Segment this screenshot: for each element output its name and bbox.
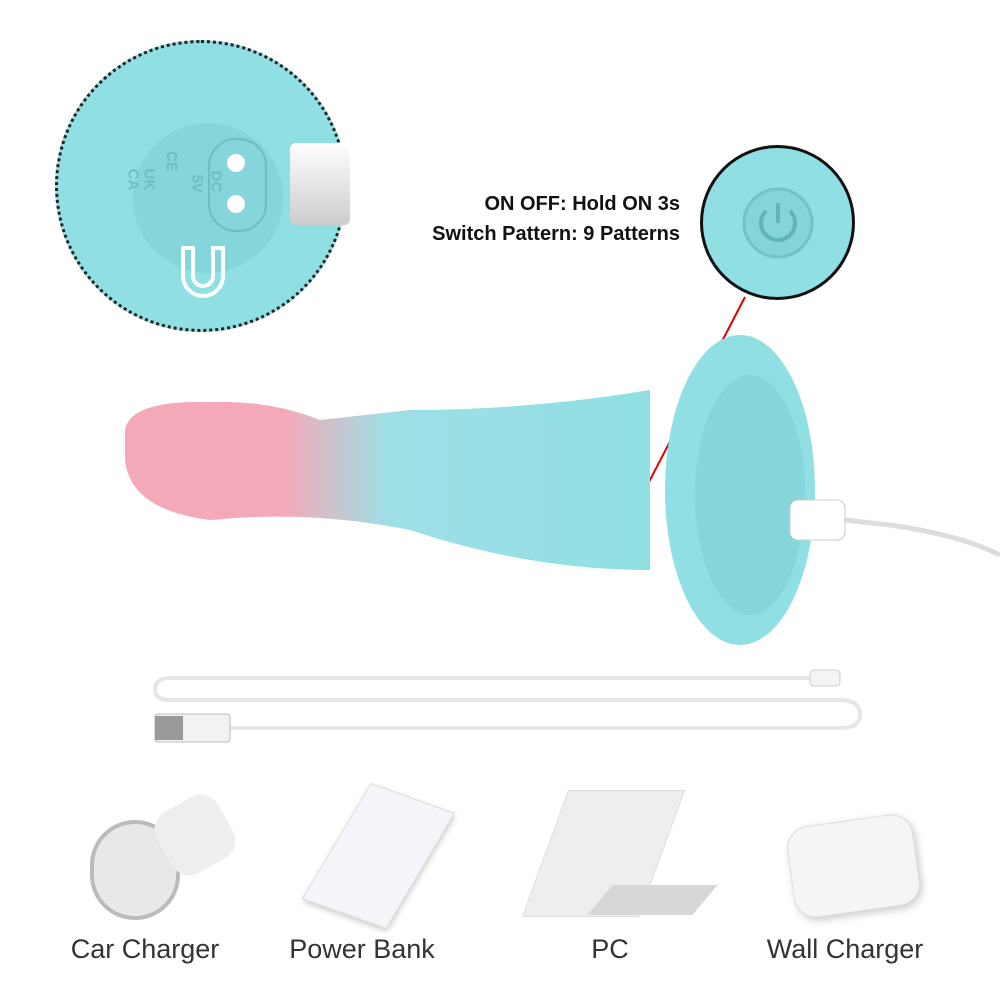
wall-charger-image xyxy=(784,811,923,921)
label-power-bank: Power Bank xyxy=(289,934,435,964)
label-wall-charger: Wall Charger xyxy=(766,934,924,964)
charging-port-inset: DC 5V CE UK CA xyxy=(55,40,350,332)
contact-pin xyxy=(227,154,245,172)
magnet-icon xyxy=(181,246,225,298)
label-car-charger: Car Charger xyxy=(70,934,220,964)
usb-cable xyxy=(152,669,863,743)
product-body xyxy=(125,335,1000,645)
contact-pin xyxy=(227,195,245,213)
magnetic-charging-plug xyxy=(290,143,350,225)
power-icon xyxy=(742,187,814,259)
charging-contacts xyxy=(208,138,267,232)
pattern-instruction: Switch Pattern: 9 Patterns xyxy=(432,223,680,245)
label-pc: PC xyxy=(591,934,629,964)
power-instruction: ON OFF: Hold ON 3s xyxy=(484,193,680,215)
power-button-inset xyxy=(700,145,855,300)
car-charger-image xyxy=(90,787,243,920)
